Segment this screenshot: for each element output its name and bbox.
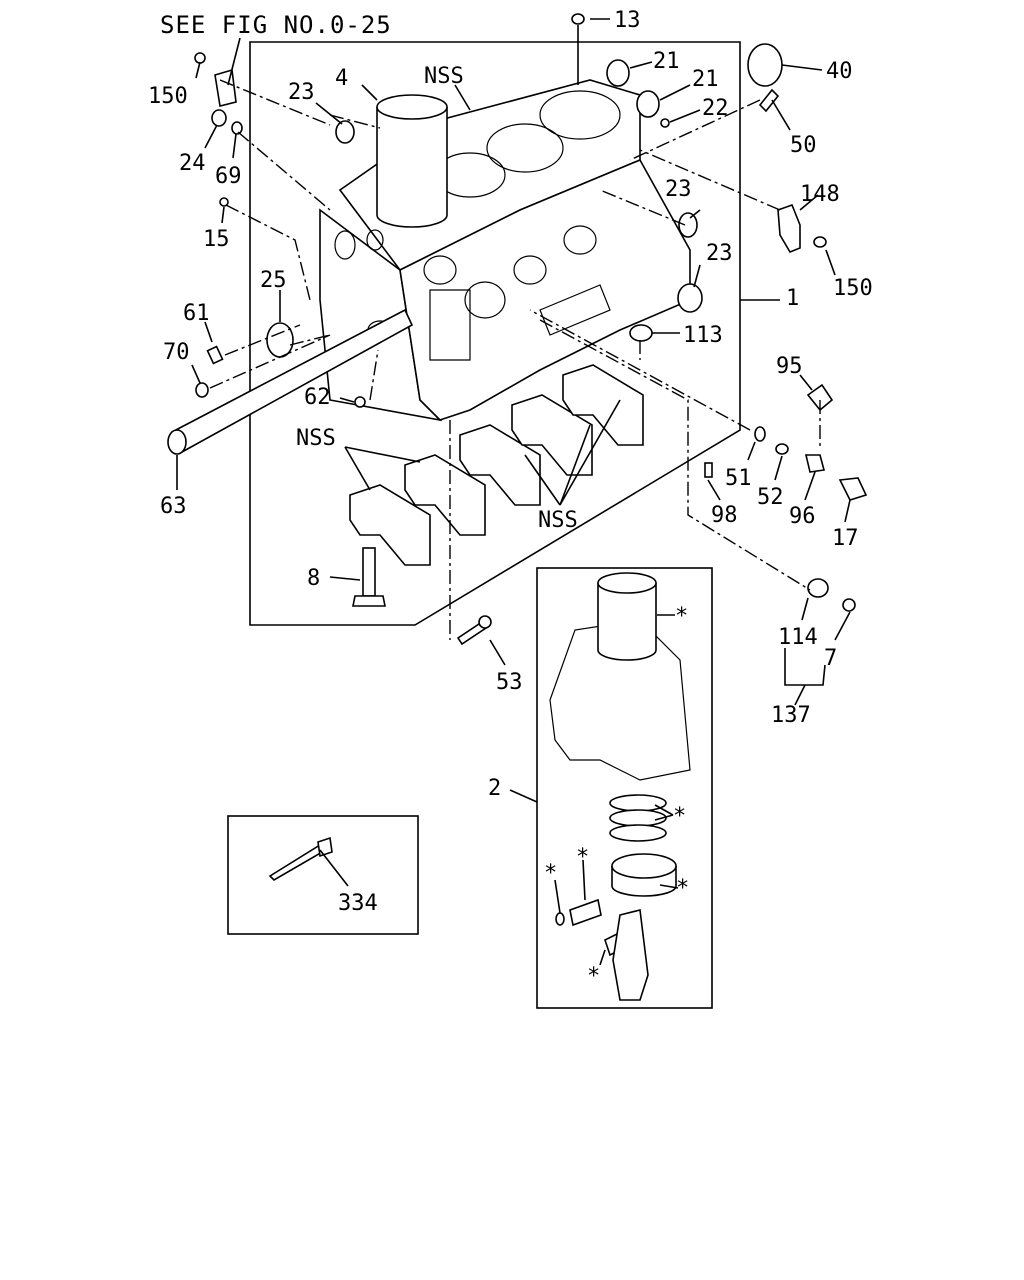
plug-114 <box>807 578 829 598</box>
main-assembly-frame <box>249 41 741 626</box>
cable-tie <box>268 836 333 882</box>
ball-15 <box>219 197 229 207</box>
label-nss-top: NSS <box>424 64 464 89</box>
label-334: 334 <box>338 891 378 916</box>
label-21-lower: 21 <box>692 67 719 92</box>
figure-reference-title: SEE FIG NO.0-25 <box>160 11 392 39</box>
long-tube <box>167 308 414 455</box>
seal-23-right-lower <box>677 283 703 313</box>
bearing-cap-bolt <box>352 547 386 607</box>
label-150-right: 150 <box>833 276 873 301</box>
plug-40 <box>747 43 783 87</box>
label-61: 61 <box>183 301 210 326</box>
label-25: 25 <box>260 268 287 293</box>
clip-150-left <box>214 68 237 107</box>
label-137: 137 <box>771 703 811 728</box>
nut-24 <box>211 109 227 127</box>
label-148: 148 <box>800 182 840 207</box>
label-40: 40 <box>826 59 853 84</box>
switch-17 <box>838 477 868 501</box>
adapter-96 <box>804 454 826 473</box>
leader-lines <box>176 18 851 966</box>
main-bearing-caps <box>349 364 644 566</box>
label-50: 50 <box>790 133 817 158</box>
sensor-95 <box>806 383 834 412</box>
asterisk-bushing: * <box>587 964 600 989</box>
asterisk-snap-ring: * <box>544 861 557 886</box>
label-21-upper: 21 <box>653 49 680 74</box>
plug-52 <box>775 443 789 455</box>
label-2: 2 <box>488 776 501 801</box>
label-8: 8 <box>307 566 320 591</box>
plug-21-lower <box>636 90 660 118</box>
label-98: 98 <box>711 503 738 528</box>
plug-21-upper <box>606 59 630 87</box>
seal-23-right-upper <box>678 212 698 238</box>
label-22: 22 <box>702 96 729 121</box>
label-nss-bottom: NSS <box>538 508 578 533</box>
washer-69 <box>231 121 243 135</box>
label-63: 63 <box>160 494 187 519</box>
label-69: 69 <box>215 164 242 189</box>
bracket-148 <box>777 203 801 253</box>
label-23-right-lower: 23 <box>706 241 733 266</box>
label-95: 95 <box>776 354 803 379</box>
label-23-right-upper: 23 <box>665 177 692 202</box>
label-15: 15 <box>203 227 230 252</box>
label-13: 13 <box>614 8 641 33</box>
seal-25 <box>266 322 294 358</box>
label-nss-left: NSS <box>296 426 336 451</box>
plug-113 <box>629 324 653 342</box>
cylinder-liner <box>376 94 448 228</box>
pin-61 <box>206 345 224 365</box>
label-52: 52 <box>757 485 784 510</box>
plug-22 <box>660 118 670 128</box>
label-62: 62 <box>304 385 331 410</box>
asterisk-rings: * <box>673 804 686 829</box>
cap-13 <box>571 13 585 25</box>
label-150-left: 150 <box>148 84 188 109</box>
pin-98 <box>704 462 713 478</box>
plug-62 <box>354 396 366 408</box>
piston-subassembly <box>549 572 691 1001</box>
label-23-left: 23 <box>288 80 315 105</box>
seal-23-left <box>335 120 355 144</box>
label-1: 1 <box>786 286 799 311</box>
bolt-150-left <box>194 52 206 64</box>
label-70: 70 <box>163 340 190 365</box>
label-114: 114 <box>778 625 818 650</box>
bolt-150-right <box>813 236 827 248</box>
asterisk-liner: * <box>675 604 688 629</box>
asterisk-pin: * <box>576 845 589 870</box>
cable-tie-frame <box>227 815 419 935</box>
label-24: 24 <box>179 151 206 176</box>
label-4: 4 <box>335 66 348 91</box>
plug-7 <box>842 598 856 612</box>
piston-subassembly-frame <box>536 567 713 1009</box>
label-17: 17 <box>832 526 859 551</box>
label-7: 7 <box>824 646 837 671</box>
pin-50 <box>758 88 780 113</box>
washer-51 <box>754 426 766 442</box>
bolt-53 <box>456 615 492 646</box>
callout-labels: 13 21 21 22 40 50 148 150 150 23 23 23 4… <box>148 8 873 989</box>
label-53: 53 <box>496 670 523 695</box>
label-96: 96 <box>789 504 816 529</box>
label-51: 51 <box>725 466 752 491</box>
plug-70 <box>195 382 209 398</box>
label-113: 113 <box>683 323 723 348</box>
asterisk-piston: * <box>676 876 689 901</box>
